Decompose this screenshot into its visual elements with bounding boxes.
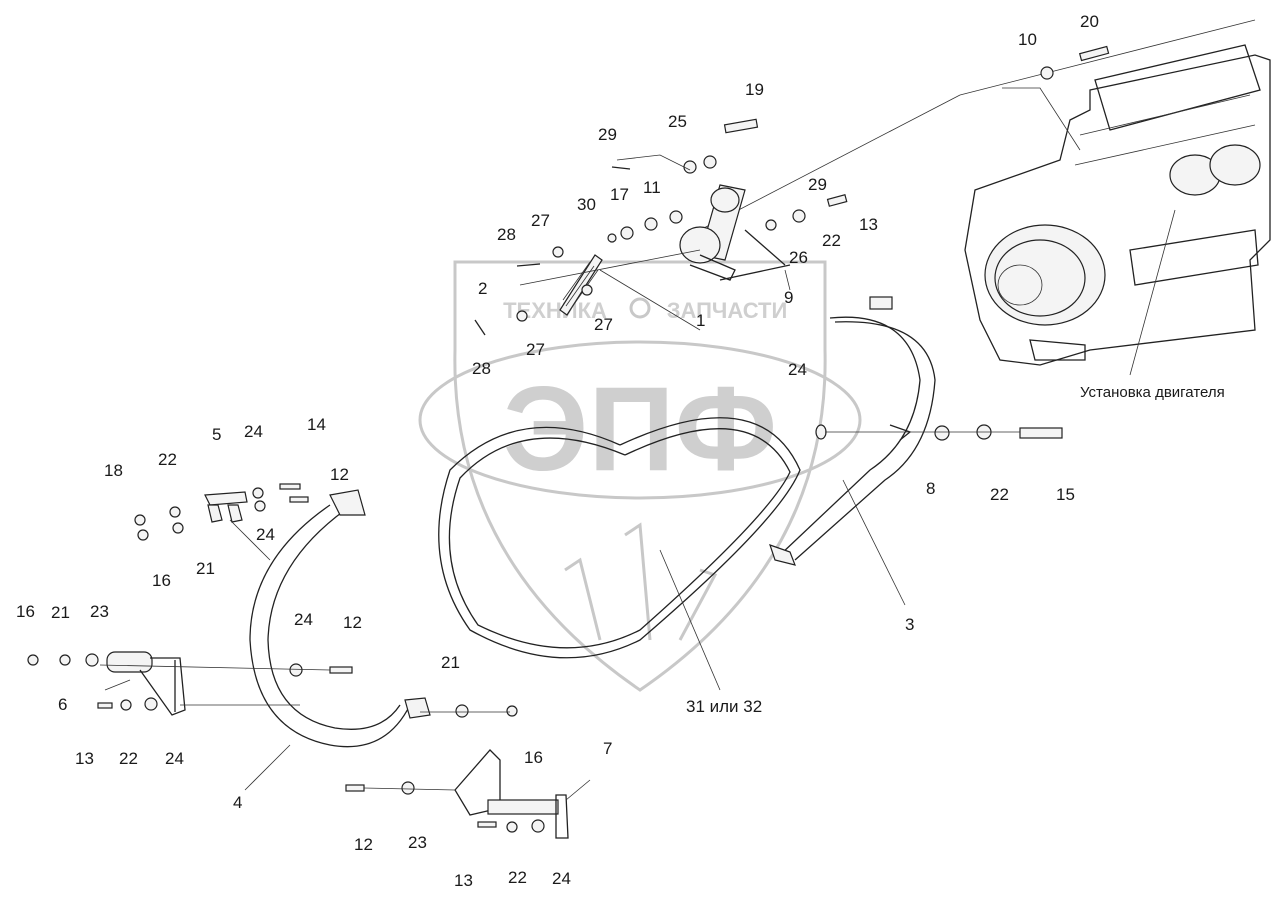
- part-label: 4: [233, 793, 242, 812]
- part-label: 16: [524, 748, 543, 767]
- part-label: 7: [603, 739, 612, 758]
- part-label: 27: [531, 211, 550, 230]
- part-label: 22: [990, 485, 1009, 504]
- part-label: 28: [497, 225, 516, 244]
- drive-belt: [438, 417, 801, 659]
- part-label: 27: [594, 315, 613, 334]
- part-label: 28: [472, 359, 491, 378]
- part-labels: 20 10 19 25 29 29 17 11 30 27 28 13 22 2…: [16, 12, 1099, 890]
- bracket-5: [204, 491, 248, 523]
- engine-assembly: [699, 19, 1271, 376]
- wheat-icon: [564, 522, 718, 641]
- part-label: 29: [808, 175, 827, 194]
- strap-4: [249, 489, 431, 748]
- part-label: 24: [244, 422, 263, 441]
- part-label: 15: [1056, 485, 1075, 504]
- strap-3: [769, 296, 936, 566]
- part-label: 18: [104, 461, 123, 480]
- part-label: 25: [668, 112, 687, 131]
- part-label: 23: [408, 833, 427, 852]
- part-label: 1: [696, 311, 705, 330]
- part-label: 22: [158, 450, 177, 469]
- part-label: 6: [58, 695, 67, 714]
- watermark-letters: ЭПФ: [503, 362, 777, 496]
- part-label: 9: [784, 288, 793, 307]
- watermark-logo: ЭПФ ТЕХНИКА ЗАПЧАСТИ: [418, 260, 862, 692]
- part-label: 16: [152, 571, 171, 590]
- part-label: 20: [1080, 12, 1099, 31]
- part-label: 3: [905, 615, 914, 634]
- part-label: 26: [789, 248, 808, 267]
- part-label: 21: [51, 603, 70, 622]
- part-label: 10: [1018, 30, 1037, 49]
- part-label: 21: [441, 653, 460, 672]
- part-label: 16: [16, 602, 35, 621]
- part-label: 30: [577, 195, 596, 214]
- part-label: 14: [307, 415, 326, 434]
- watermark-brand-right: ЗАПЧАСТИ: [667, 298, 788, 323]
- part-label: 22: [119, 749, 138, 768]
- part-label: 22: [508, 868, 527, 887]
- engine-caption: Установка двигателя: [1080, 384, 1225, 401]
- part-label: 17: [610, 185, 629, 204]
- part-label: 19: [745, 80, 764, 99]
- bracket-6: [106, 651, 186, 716]
- part-label: 8: [926, 479, 935, 498]
- part-label: 13: [75, 749, 94, 768]
- part-label: 24: [256, 525, 275, 544]
- part-label: 2: [478, 279, 487, 298]
- tensioner-assembly: [474, 118, 848, 336]
- part-label: 13: [454, 871, 473, 890]
- part-label: 31 или 32: [686, 697, 762, 716]
- part-label: 24: [788, 360, 807, 379]
- part-label: 24: [552, 869, 571, 888]
- part-label: 13: [859, 215, 878, 234]
- part-label: 24: [165, 749, 184, 768]
- part-label: 21: [196, 559, 215, 578]
- part-label: 5: [212, 425, 221, 444]
- leader-lines: [99, 87, 1081, 801]
- part-label: 12: [354, 835, 373, 854]
- gear-icon: [629, 297, 651, 319]
- part-label: 27: [526, 340, 545, 359]
- part-label: 11: [643, 178, 661, 197]
- part-label: 24: [294, 610, 313, 629]
- part-label: 29: [598, 125, 617, 144]
- part-label: 12: [330, 465, 349, 484]
- fasteners: [27, 45, 1110, 833]
- part-label: 22: [822, 231, 841, 250]
- part-label: 23: [90, 602, 109, 621]
- part-label: 12: [343, 613, 362, 632]
- bracket-7: [454, 749, 569, 839]
